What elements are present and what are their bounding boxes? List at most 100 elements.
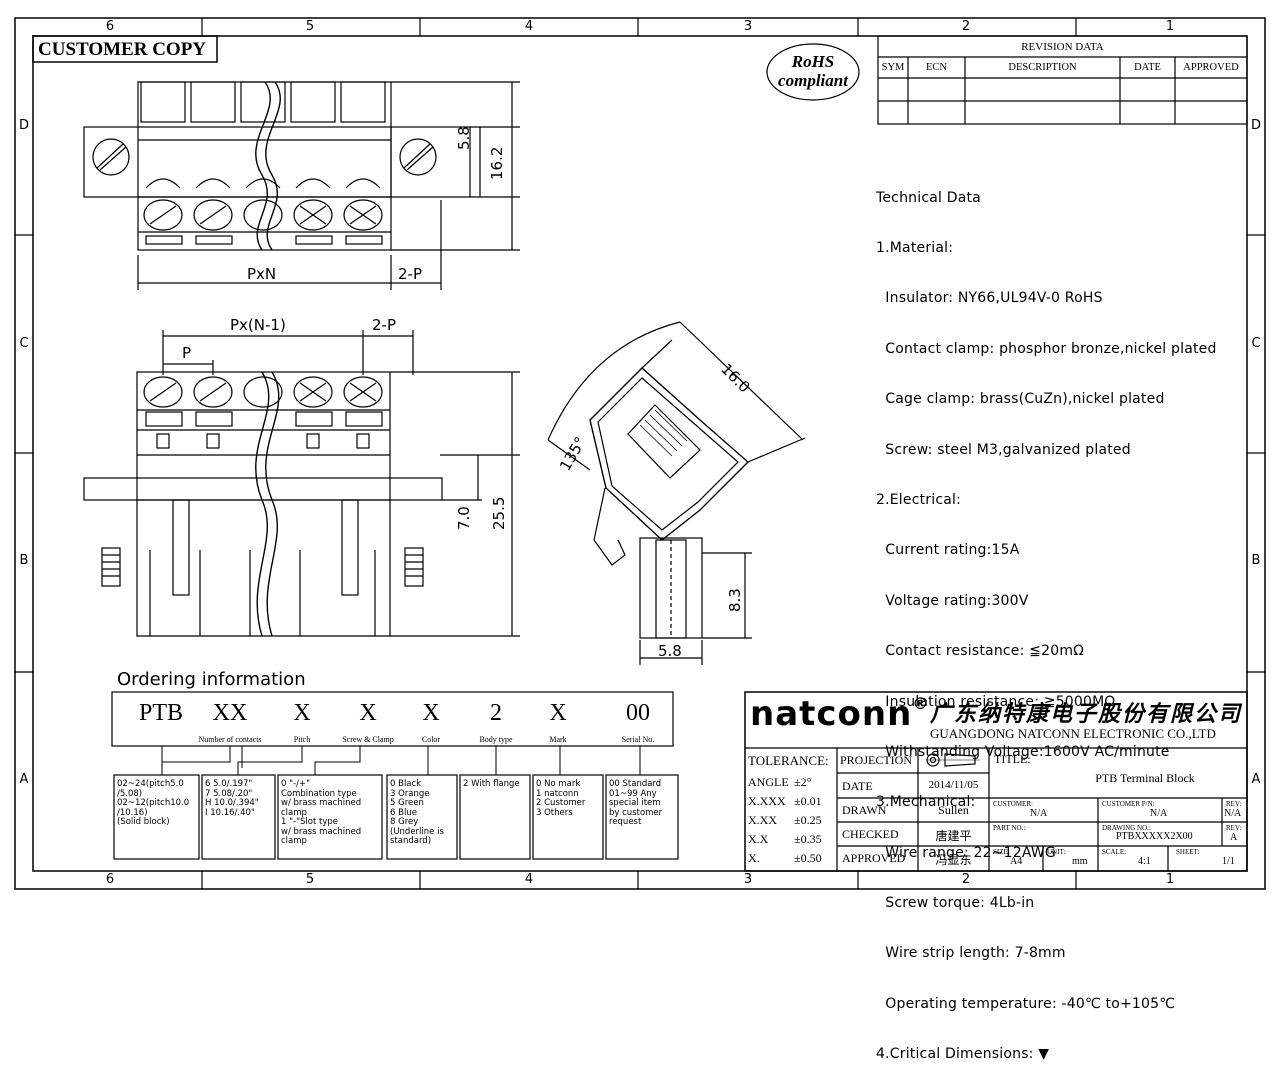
brand-name: natconn	[750, 694, 913, 734]
code-mark: X	[549, 700, 567, 726]
dim-5-8-top: 5.8	[455, 126, 473, 150]
tech-line: Screw torque: 4Lb-in	[876, 895, 1035, 912]
tol-xxxx-label: X.XXX	[748, 794, 786, 808]
tech-line: Contact resistance: ≦20mΩ	[876, 643, 1085, 660]
code-color: X	[422, 700, 440, 726]
scale-value: 4:1	[1138, 856, 1151, 867]
ordering-box-mark: 0 No mark 1 natconn 2 Customer 3 Others	[536, 779, 586, 818]
tech-line: Voltage rating:300V	[876, 592, 1029, 609]
tol-x-label: X.	[748, 851, 760, 865]
zone-bottom-1: 1	[1165, 872, 1175, 887]
checked-value: 唐建平	[935, 829, 972, 843]
zone-bottom-5: 5	[305, 872, 315, 887]
zone-bottom-4: 4	[524, 872, 534, 887]
tech-line: Wire range: 22~12AWG	[876, 844, 1056, 861]
zone-right-c: C	[1251, 336, 1261, 351]
tol-xx-value: ±0.35	[794, 832, 822, 846]
drawn-value: Sullen	[938, 803, 969, 817]
customer-copy-stamp: CUSTOMER COPY	[38, 39, 207, 60]
tech-line: Withstanding Voltage:1600V AC/minute	[876, 743, 1170, 760]
code-ptb: PTB	[138, 700, 183, 726]
drawing-no-value: PTBXXXXX2X00	[1116, 831, 1193, 842]
label-color: Color	[421, 735, 441, 744]
ordering-box-serial: 00 Standard 01~99 Any special item by cu…	[609, 779, 663, 827]
tech-line: Screw: steel M3,galvanized plated	[876, 441, 1131, 458]
zone-bottom-2: 2	[961, 872, 971, 887]
tech-line: Insulation resistance: ≧5000MΩ	[876, 693, 1116, 710]
tech-line: 2.Electrical:	[876, 491, 962, 508]
ordering-box-screw-clamp: 0 "-/+" Combination type w/ brass machin…	[281, 779, 362, 846]
ordering-box-contacts: 02~24(pitch5.0 /5.08) 02~12(pitch10.0 /1…	[117, 779, 190, 827]
customer-label: CUSTOMER:	[993, 800, 1033, 808]
tol-xxxx-value: ±0.01	[794, 794, 822, 808]
zone-right-b: B	[1251, 553, 1261, 568]
code-serial: 00	[626, 700, 650, 726]
revision-col-description: DESCRIPTION	[1008, 62, 1077, 73]
zone-top-2: 2	[961, 19, 971, 34]
zone-top-6: 6	[105, 19, 115, 34]
part-no-label: PART NO.:	[993, 824, 1026, 832]
company-english-name: GUANGDONG NATCONN ELECTRONIC CO.,LTD	[930, 726, 1216, 741]
drawn-label: DRAWN	[842, 803, 887, 817]
tech-line: Current rating:15A	[876, 542, 1020, 559]
zone-bottom-3: 3	[743, 872, 753, 887]
label-pitch: Pitch	[293, 735, 311, 744]
tech-line: Technical Data	[876, 189, 981, 206]
company-logo: natconn®	[750, 694, 929, 734]
label-screw-clamp: Screw & Clamp	[342, 735, 394, 744]
date-label: DATE	[842, 779, 873, 793]
tol-angle-value: ±2°	[794, 775, 812, 789]
scale-label: SCALE:	[1102, 848, 1127, 856]
rohs-badge: RoHS compliant	[770, 52, 856, 90]
dim-px-n-1: Px(N-1)	[230, 316, 286, 334]
tech-line: Cage clamp: brass(CuZn),nickel plated	[876, 391, 1165, 408]
revision-col-approved: APPROVED	[1183, 62, 1239, 73]
rev-label-1: REV:	[1226, 800, 1242, 808]
tol-xxx-value: ±0.25	[794, 813, 822, 827]
dim-2p-mid: 2-P	[372, 316, 397, 334]
dim-pxn: PxN	[247, 265, 277, 283]
sheet-label: SHEET:	[1176, 848, 1200, 856]
tech-line: Contact clamp: phosphor bronze,nickel pl…	[876, 340, 1217, 357]
customer-pn-value: N/A	[1150, 808, 1168, 819]
technical-data: Technical Data 1.Material: Insulator: NY…	[876, 156, 1217, 1080]
date-value: 2014/11/05	[928, 779, 979, 791]
tech-line: Wire strip length: 7-8mm	[876, 945, 1066, 962]
dim-8-3: 8.3	[726, 588, 744, 612]
checked-label: CHECKED	[842, 827, 899, 841]
drawing-canvas	[14, 17, 1266, 890]
label-body-type: Body type	[479, 735, 513, 744]
dim-7-0: 7.0	[455, 506, 473, 530]
size-value: A4	[1010, 856, 1023, 867]
tolerance-title: TOLERANCE:	[748, 753, 829, 768]
title-label: TITLE:	[994, 752, 1031, 766]
dim-25-5: 25.5	[490, 496, 508, 530]
revision-col-sym: SYM	[881, 62, 905, 73]
zone-top-3: 3	[743, 19, 753, 34]
zone-top-1: 1	[1165, 19, 1175, 34]
tol-xxx-label: X.XX	[748, 813, 777, 827]
approved-label: APPROVED	[842, 851, 906, 865]
dim-p: P	[182, 344, 192, 362]
zone-left-c: C	[19, 336, 29, 351]
size-label: SIZE:	[993, 848, 1010, 856]
approved-value: 冯显东	[935, 853, 972, 867]
ordering-box-pitch: 6 5.0/.197" 7 5.08/.20" H 10.0/.394" I 1…	[205, 779, 259, 818]
code-body-type: 2	[490, 700, 502, 726]
zone-bottom-6: 6	[105, 872, 115, 887]
company-chinese-name: 广东纳特康电子股份有限公司	[930, 701, 1243, 726]
zone-top-5: 5	[305, 19, 315, 34]
ordering-title: Ordering information	[117, 669, 306, 690]
code-pitch: X	[293, 700, 311, 726]
registered-mark: ®	[912, 694, 930, 713]
zone-right-d: D	[1250, 118, 1261, 133]
tech-line: 1.Material:	[876, 239, 954, 256]
zone-left-d: D	[18, 118, 29, 133]
tech-line: Insulator: NY66,UL94V-0 RoHS	[876, 290, 1103, 307]
label-mark: Mark	[549, 735, 567, 744]
drawing-title: PTB Terminal Block	[1095, 771, 1195, 785]
drawing-no-label: DRAWING NO.:	[1102, 824, 1151, 832]
ordering-box-color: 0 Black 3 Orange 5 Green 6 Blue 8 Grey (…	[390, 779, 444, 846]
tech-line: Operating temperature: -40℃ to+105℃	[876, 995, 1176, 1012]
label-contacts: Number of contacts	[198, 735, 262, 744]
